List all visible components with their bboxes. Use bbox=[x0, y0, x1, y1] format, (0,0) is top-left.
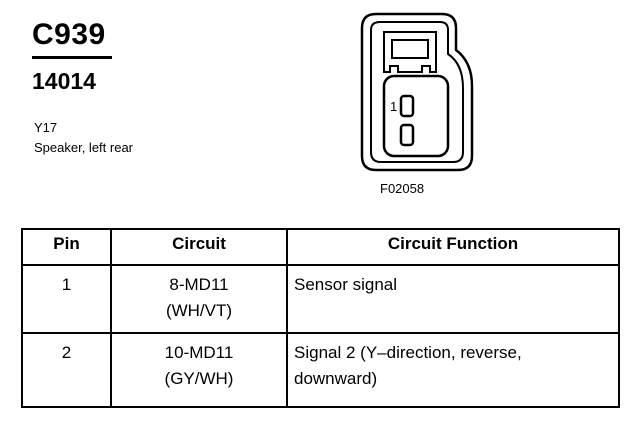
function-text: downward) bbox=[294, 369, 378, 388]
wire-color: (WH/VT) bbox=[165, 301, 233, 320]
column-header-pin: Pin bbox=[21, 228, 112, 266]
pin-cell: 2 bbox=[21, 332, 112, 408]
connector-description: Speaker, left rear bbox=[34, 140, 133, 155]
pin-function-table: Pin Circuit Circuit Function 1 8-MD11 (W… bbox=[21, 228, 620, 408]
function-cell: Sensor signal bbox=[286, 264, 620, 334]
location-code: Y17 bbox=[34, 120, 58, 135]
pin-number: 2 bbox=[61, 343, 72, 362]
pin-number: 1 bbox=[61, 275, 72, 294]
circuit-cell: 8-MD11 (WH/VT) bbox=[110, 264, 288, 334]
column-header-circuit-function: Circuit Function bbox=[286, 228, 620, 266]
pin-2-terminal bbox=[399, 123, 415, 147]
function-text: Sensor signal bbox=[294, 275, 398, 294]
function-text: Signal 2 (Y–direction, reverse, bbox=[294, 343, 522, 362]
circuit-number: 8-MD11 bbox=[169, 275, 229, 294]
table-row: 1 8-MD11 (WH/VT) Sensor signal bbox=[21, 264, 620, 334]
part-number: 14014 bbox=[32, 68, 96, 94]
wire-color: (GY/WH) bbox=[164, 369, 234, 388]
pin-1-label: 1 bbox=[390, 99, 397, 114]
connector-id: C939 bbox=[32, 18, 106, 51]
figure-code: F02058 bbox=[380, 181, 425, 196]
table-row: 2 10-MD11 (GY/WH) Signal 2 (Y–direction,… bbox=[21, 332, 620, 408]
table-header-row: Pin Circuit Circuit Function bbox=[21, 228, 620, 266]
connector-id-underline bbox=[32, 56, 112, 59]
pin-1-terminal bbox=[399, 94, 415, 118]
circuit-cell: 10-MD11 (GY/WH) bbox=[110, 332, 288, 408]
pin-cell: 1 bbox=[21, 264, 112, 334]
column-header-circuit: Circuit bbox=[110, 228, 288, 266]
circuit-number: 10-MD11 bbox=[164, 343, 234, 362]
function-cell: Signal 2 (Y–direction, reverse, downward… bbox=[286, 332, 620, 408]
two-pin-connector-face-icon: 1 bbox=[360, 12, 474, 172]
